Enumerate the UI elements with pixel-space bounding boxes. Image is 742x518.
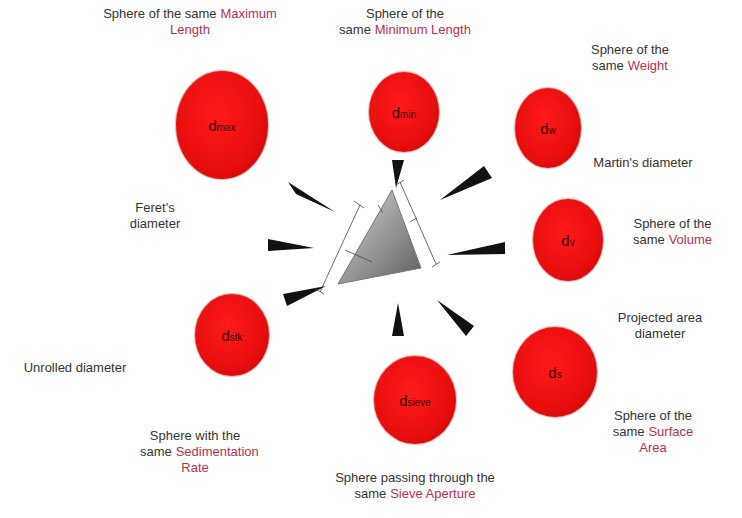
property-name: Sedimentation Rate <box>176 444 259 475</box>
red-sphere: dv <box>533 199 603 281</box>
diameter-symbol: dmin <box>392 104 416 121</box>
sphere-caption: Sphere of the sameWeight <box>560 42 700 74</box>
property-name: Weight <box>628 58 668 73</box>
red-sphere: dsieve <box>374 356 456 444</box>
equivalent-sphere: dvSphere of the sameVolume <box>533 199 603 281</box>
equivalent-sphere: dsieveSphere passing through the sameSie… <box>374 356 456 444</box>
red-sphere: ds <box>513 327 597 417</box>
equivalent-sphere: dsSphere of the sameSurface Area <box>513 327 597 417</box>
property-name: Minimum Length <box>375 22 471 37</box>
equivalent-sphere: dminSphere of the sameMinimum Length <box>369 72 439 152</box>
diameter-symbol: ds <box>548 364 561 381</box>
red-sphere: dstk <box>195 294 269 376</box>
equivalent-sphere: dmaxSphere of the sameMaximum Length <box>176 71 268 179</box>
property-name: Surface Area <box>639 424 693 455</box>
red-sphere: dmax <box>176 71 268 179</box>
diameter-name: Unrolled diameter <box>10 360 140 376</box>
red-sphere: dw <box>515 88 581 168</box>
dimension-lines <box>314 180 440 294</box>
diameter-name: Martin's diameter <box>578 155 708 171</box>
pointer-wedges <box>268 160 505 336</box>
sphere-caption: Sphere of the sameVolume <box>610 216 735 248</box>
sphere-caption: Sphere of the sameMinimum Length <box>330 6 480 38</box>
sphere-caption: Sphere of the sameSurface Area <box>598 408 708 456</box>
sphere-caption: Sphere passing through the sameSieve Ape… <box>335 470 495 502</box>
diameter-symbol: dsieve <box>399 392 431 409</box>
property-name: Sieve Aperture <box>390 486 475 501</box>
red-sphere: dmin <box>369 72 439 152</box>
equivalent-sphere: dwSphere of the sameWeight <box>515 88 581 168</box>
sphere-caption: Sphere with the sameSedimentation Rate <box>140 428 250 476</box>
diameter-symbol: dv <box>561 232 574 249</box>
equivalent-sphere: dstkSphere with the sameSedimentation Ra… <box>195 294 269 376</box>
diameter-symbol: dw <box>540 120 556 137</box>
property-name: Volume <box>669 232 712 247</box>
irregular-particle <box>338 190 421 284</box>
diameter-name: Feret's diameter <box>116 200 194 232</box>
diameter-name: Projected area diameter <box>605 310 715 342</box>
caption-text: Sphere of the same <box>103 6 216 21</box>
diameter-symbol: dmax <box>208 117 235 134</box>
diameter-symbol: dstk <box>221 327 242 344</box>
sphere-caption: Sphere of the sameMaximum Length <box>100 6 280 38</box>
